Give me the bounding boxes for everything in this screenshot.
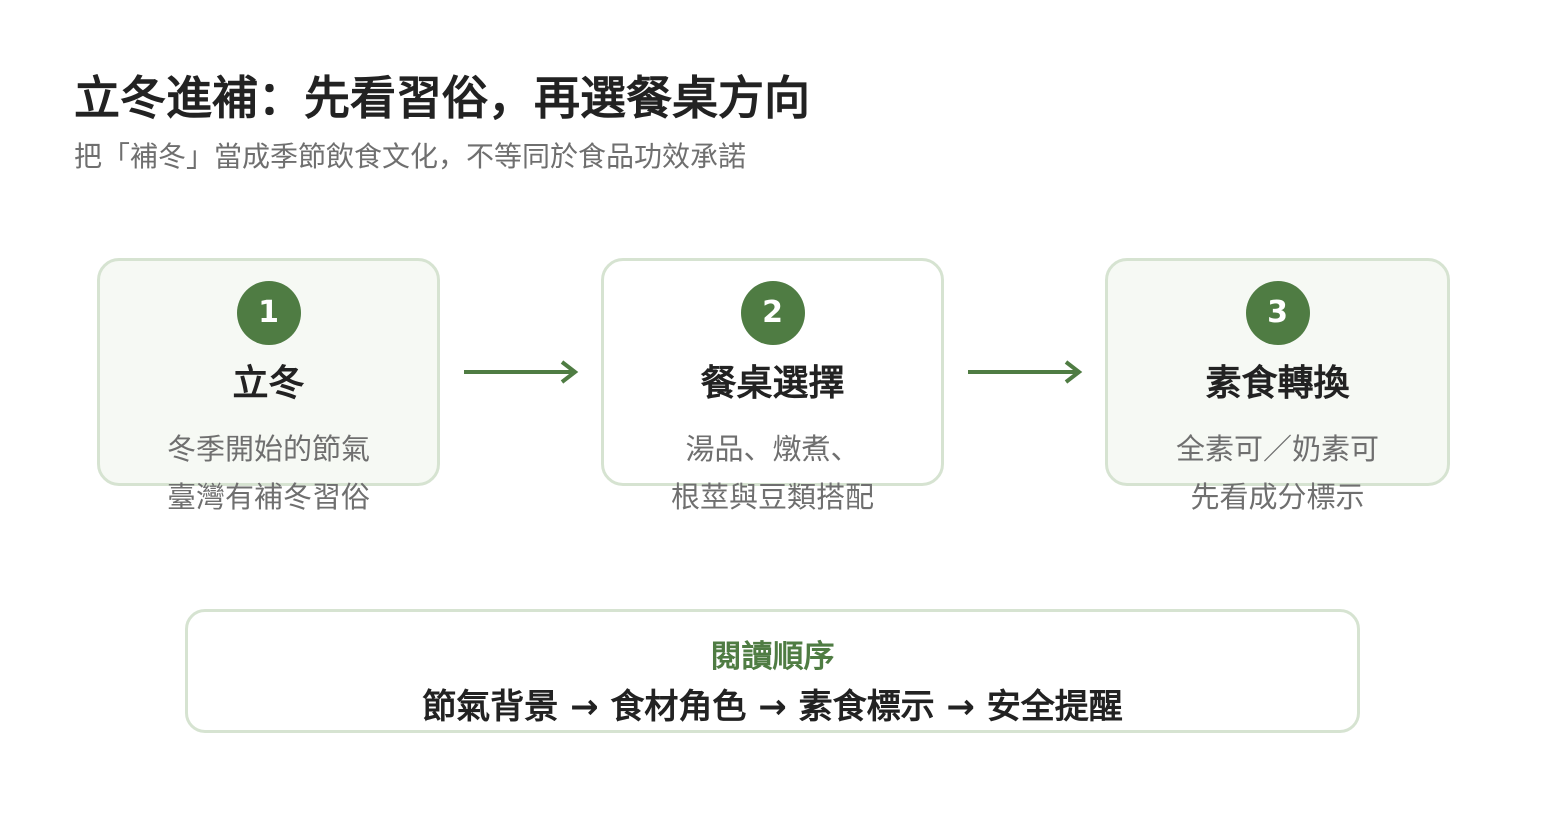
reading-order-panel: 閱讀順序 節氣背景 → 食材角色 → 素食標示 → 安全提醒 — [185, 609, 1360, 733]
step-number-badge: 1 — [236, 281, 301, 345]
step-number-badge: 3 — [1245, 281, 1310, 345]
arrow-right-icon — [464, 360, 579, 384]
step-description: 全素可／奶素可 先看成分標示 — [1078, 425, 1477, 521]
step-card-3: 3 素食轉換 全素可／奶素可 先看成分標示 — [1105, 258, 1450, 514]
step-card-1: 1 立冬 冬季開始的節氣 臺灣有補冬習俗 — [97, 258, 440, 514]
step-description-line: 湯品、燉煮、 — [685, 432, 860, 466]
step-title: 餐桌選擇 — [700, 363, 845, 404]
step-description-line: 臺灣有補冬習俗 — [166, 480, 370, 514]
step-description-line: 冬季開始的節氣 — [166, 432, 370, 466]
step-description-line: 先看成分標示 — [1190, 480, 1365, 514]
step-description: 冬季開始的節氣 臺灣有補冬習俗 — [70, 425, 467, 521]
reading-order-sequence: 節氣背景 → 食材角色 → 素食標示 → 安全提醒 — [422, 687, 1123, 727]
step-number-badge: 2 — [740, 281, 805, 345]
reading-order-heading: 閱讀順序 — [710, 639, 835, 675]
step-description-line: 根莖與豆類搭配 — [670, 480, 874, 514]
arrow-right-icon — [968, 360, 1083, 384]
step-description-line: 全素可／奶素可 — [1175, 432, 1379, 466]
step-title: 素食轉換 — [1205, 363, 1350, 404]
step-card-2: 2 餐桌選擇 湯品、燉煮、 根莖與豆類搭配 — [601, 258, 944, 514]
step-description: 湯品、燉煮、 根莖與豆類搭配 — [574, 425, 971, 521]
step-title: 立冬 — [232, 363, 305, 404]
page-title: 立冬進補：先看習俗，再選餐桌方向 — [74, 71, 810, 125]
page-subtitle: 把「補冬」當成季節飲食文化，不等同於食品功效承諾 — [74, 140, 747, 173]
